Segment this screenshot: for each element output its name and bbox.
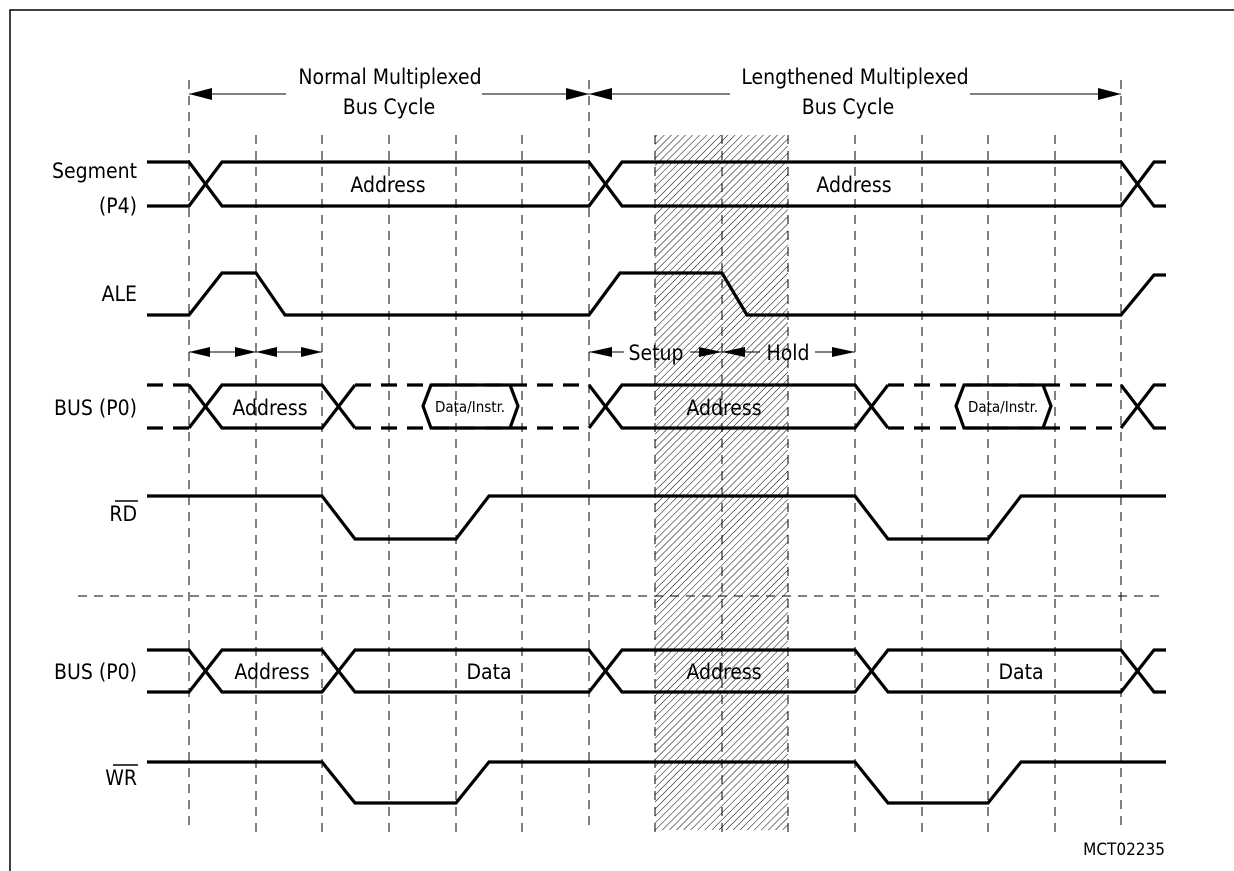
normal-cycle-title-1: Normal Multiplexed [298,65,481,89]
normal-cycle-header: Normal Multiplexed Bus Cycle [189,65,589,119]
segment-waveform: Address Address [147,160,1166,208]
wr-label: WR [105,766,137,790]
normal-cycle-title-2: Bus Cycle [343,95,435,119]
bus-write-data-2: Data [998,660,1043,684]
lengthened-cycle-title-2: Bus Cycle [802,95,894,119]
lengthened-cycle-header: Lengthened Multiplexed Bus Cycle [589,65,1121,119]
diagram-frame [9,9,1234,871]
bus-write-waveform: Address Data Address Data [147,648,1166,694]
bus-read-label: BUS (P0) [54,396,137,420]
segment-label: Segment [52,159,137,183]
bus-write-label: BUS (P0) [54,660,137,684]
bus-write-address-2: Address [686,660,761,684]
rd-label: RD [109,502,137,526]
segment-port-label: (P4) [99,194,137,218]
segment-address-2: Address [816,173,891,197]
setup-label: Setup [628,341,683,365]
timing-arrows: Setup Hold [189,341,855,365]
bus-read-address-1: Address [232,396,307,420]
ale-waveform [147,271,1166,317]
figure-id: MCT02235 [1083,840,1165,860]
lengthened-cycle-title-1: Lengthened Multiplexed [741,65,968,89]
bus-read-address-2: Address [686,396,761,420]
arrow-left-icon [189,88,212,100]
ale-label: ALE [102,282,137,306]
bus-write-data-1: Data [466,660,511,684]
segment-address-1: Address [350,173,425,197]
wr-waveform [147,760,1166,805]
hold-label: Hold [766,341,809,365]
bus-read-data-1: Data/Instr. [435,398,505,416]
time-guides [188,80,1122,832]
bus-write-address-1: Address [234,660,309,684]
arrow-left-icon [589,88,612,100]
arrow-right-icon [566,88,589,100]
rd-waveform [147,494,1166,541]
bus-read-data-2: Data/Instr. [968,398,1038,416]
bus-read-waveform: Address Data/Instr. Address Data/Instr. [147,383,1166,430]
arrow-right-icon [1098,88,1121,100]
signal-labels: Segment (P4) ALE BUS (P0) RD BUS (P0) WR [52,159,138,790]
